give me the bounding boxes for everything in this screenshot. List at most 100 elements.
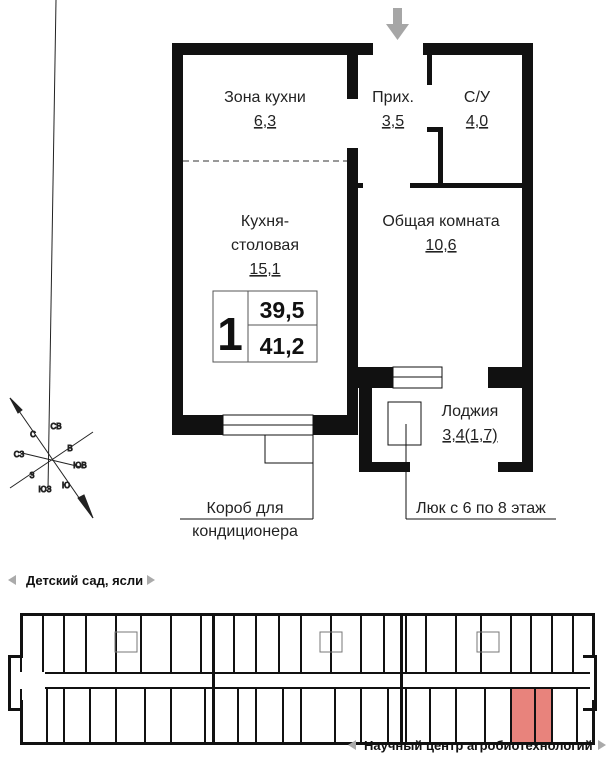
wall (383, 613, 385, 672)
wall (455, 613, 457, 672)
wall (592, 613, 595, 658)
wall (480, 613, 482, 672)
wall (42, 613, 44, 672)
ac-box (264, 434, 314, 464)
svg-text:Ю: Ю (62, 481, 70, 490)
wall (576, 689, 578, 742)
bottom-direction: Научный центр агробиотехнологий (348, 738, 606, 753)
wall (89, 689, 91, 742)
room-name: Лоджия (442, 403, 499, 420)
wall (300, 689, 302, 742)
wall (144, 689, 146, 742)
wall (592, 700, 595, 745)
wall (484, 689, 486, 742)
room-name: столовая (231, 237, 299, 254)
wall (282, 689, 284, 742)
living-area: 39,5 (260, 297, 305, 323)
wall (8, 655, 22, 658)
wall (583, 655, 597, 658)
wall (204, 689, 206, 742)
stairwell (476, 631, 500, 653)
wall (551, 613, 553, 672)
wall (20, 689, 22, 742)
summary-box: 1 39,5 41,2 (212, 290, 318, 363)
bottom-direction-label: Научный центр агробиотехнологий (364, 738, 593, 753)
room-area: 15,1 (249, 261, 280, 278)
room-name: С/У (464, 89, 491, 106)
wall (200, 613, 202, 672)
wall (360, 613, 362, 672)
wall (170, 613, 172, 672)
wall (233, 613, 235, 672)
corridor-wall (45, 672, 590, 674)
top-direction-label: Детский сад, ясли (26, 573, 143, 588)
entrance-arrow-icon (386, 8, 409, 40)
wall (387, 689, 389, 742)
wall (140, 613, 142, 672)
outer-wall (594, 655, 597, 710)
wall (400, 613, 403, 745)
wall (46, 689, 48, 742)
stairwell (319, 631, 343, 653)
wall (278, 613, 280, 672)
wall (255, 689, 257, 742)
room-name: Общая комната (382, 213, 499, 230)
room-area: 3,5 (382, 113, 404, 130)
stairwell (114, 631, 138, 653)
svg-text:В: В (67, 444, 72, 453)
svg-text:СВ: СВ (50, 422, 61, 431)
wall (510, 613, 512, 672)
wall (334, 689, 336, 742)
hatch (387, 401, 422, 446)
wall (20, 613, 22, 672)
wall (405, 689, 407, 742)
corridor-wall (45, 687, 590, 689)
room-name: Зона кухни (224, 89, 306, 106)
wall (255, 613, 257, 672)
wall (63, 689, 65, 742)
room-area: 3,4(1,7) (442, 427, 497, 444)
ac-box-label: Короб для (207, 500, 284, 517)
wall (530, 613, 532, 672)
wall (425, 613, 427, 672)
wall (115, 613, 117, 672)
wall (572, 613, 574, 672)
walls (172, 43, 533, 472)
wall (510, 689, 512, 742)
wall (534, 689, 536, 742)
room-area: 4,0 (466, 113, 488, 130)
outer-wall (8, 655, 11, 710)
wall (583, 708, 597, 711)
wall (115, 689, 117, 742)
room-name: Кухня- (241, 213, 289, 230)
room-area: 10,6 (425, 237, 456, 254)
rooms-count: 1 (217, 308, 243, 360)
svg-text:З: З (30, 471, 35, 480)
top-direction: Детский сад, ясли (8, 573, 155, 588)
wall (551, 689, 553, 742)
svg-text:ЮВ: ЮВ (73, 461, 86, 470)
svg-text:ЮЗ: ЮЗ (39, 485, 52, 494)
compass-icon: С СВ В СЗ ЮВ З ЮЗ Ю (9, 0, 94, 519)
wall (85, 613, 87, 672)
outer-wall (20, 742, 595, 745)
wall (455, 689, 457, 742)
wall (63, 613, 65, 672)
wall (429, 689, 431, 742)
windows (222, 366, 443, 436)
wall (8, 708, 22, 711)
svg-text:СЗ: СЗ (14, 450, 25, 459)
wall (237, 689, 239, 742)
wall (300, 613, 302, 672)
wall (330, 613, 332, 672)
outer-wall (20, 613, 595, 616)
ac-box-label: кондиционера (192, 523, 298, 540)
svg-text:С: С (30, 430, 36, 439)
wall (405, 613, 407, 672)
wall (170, 689, 172, 742)
room-name: Прих. (372, 89, 414, 106)
wall (360, 689, 362, 742)
highlighted-apartment (510, 689, 551, 742)
room-area: 6,3 (254, 113, 276, 130)
